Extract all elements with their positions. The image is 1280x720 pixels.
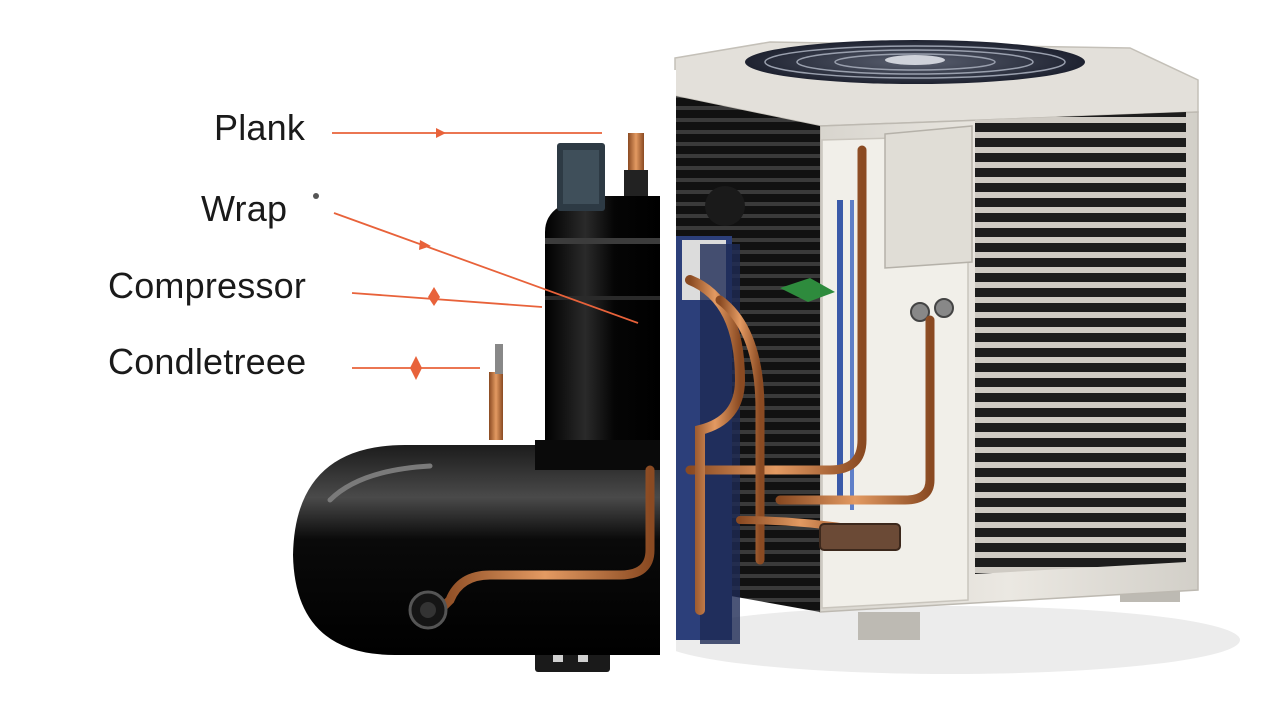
- bullet-dot: [313, 193, 319, 199]
- compressor-illustration: [293, 133, 660, 672]
- label-compressor: Compressor: [108, 265, 307, 306]
- leader-line-wrap: [333, 212, 639, 324]
- label-condletreee: Condletreee: [108, 341, 307, 382]
- split-divider: [660, 70, 676, 700]
- label-plank: Plank: [214, 107, 306, 148]
- leader-line-compressor: [351, 292, 543, 308]
- condenser-unit: [660, 40, 1240, 674]
- label-wrap: Wrap: [201, 188, 288, 229]
- leader-lines: [313, 128, 639, 380]
